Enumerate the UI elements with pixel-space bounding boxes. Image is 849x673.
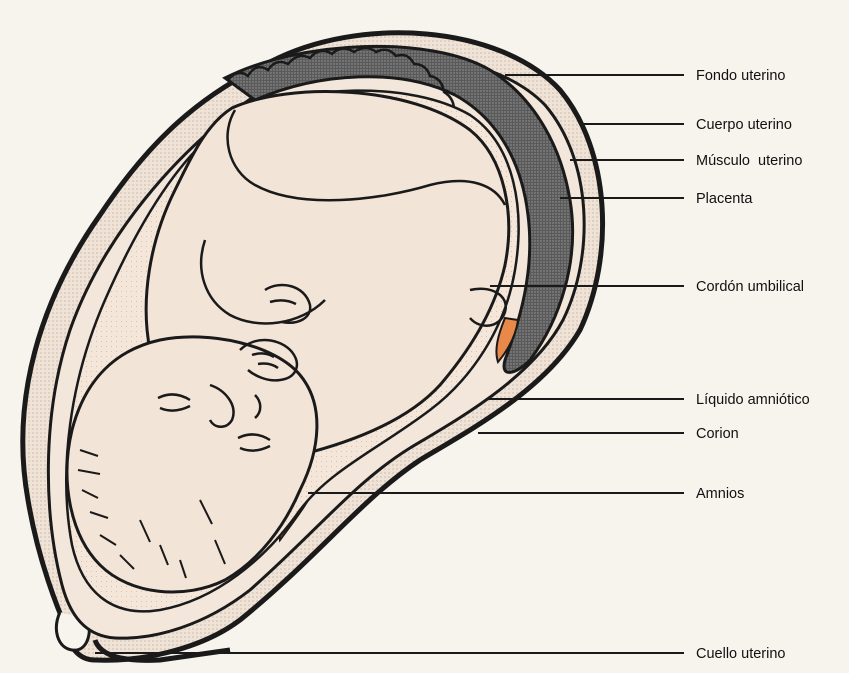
label-corion: Corion bbox=[696, 426, 739, 442]
label-amnios: Amnios bbox=[696, 486, 744, 502]
label-cordon-umbilical: Cordón umbilical bbox=[696, 279, 804, 295]
label-liquido-amniotico: Líquido amniótico bbox=[696, 392, 810, 408]
label-cuerpo-uterino: Cuerpo uterino bbox=[696, 117, 792, 133]
label-fondo-uterino: Fondo uterino bbox=[696, 68, 785, 84]
label-placenta: Placenta bbox=[696, 191, 753, 207]
label-musculo-uterino: Músculo uterino bbox=[696, 153, 802, 169]
label-cuello-uterino: Cuello uterino bbox=[696, 646, 785, 662]
